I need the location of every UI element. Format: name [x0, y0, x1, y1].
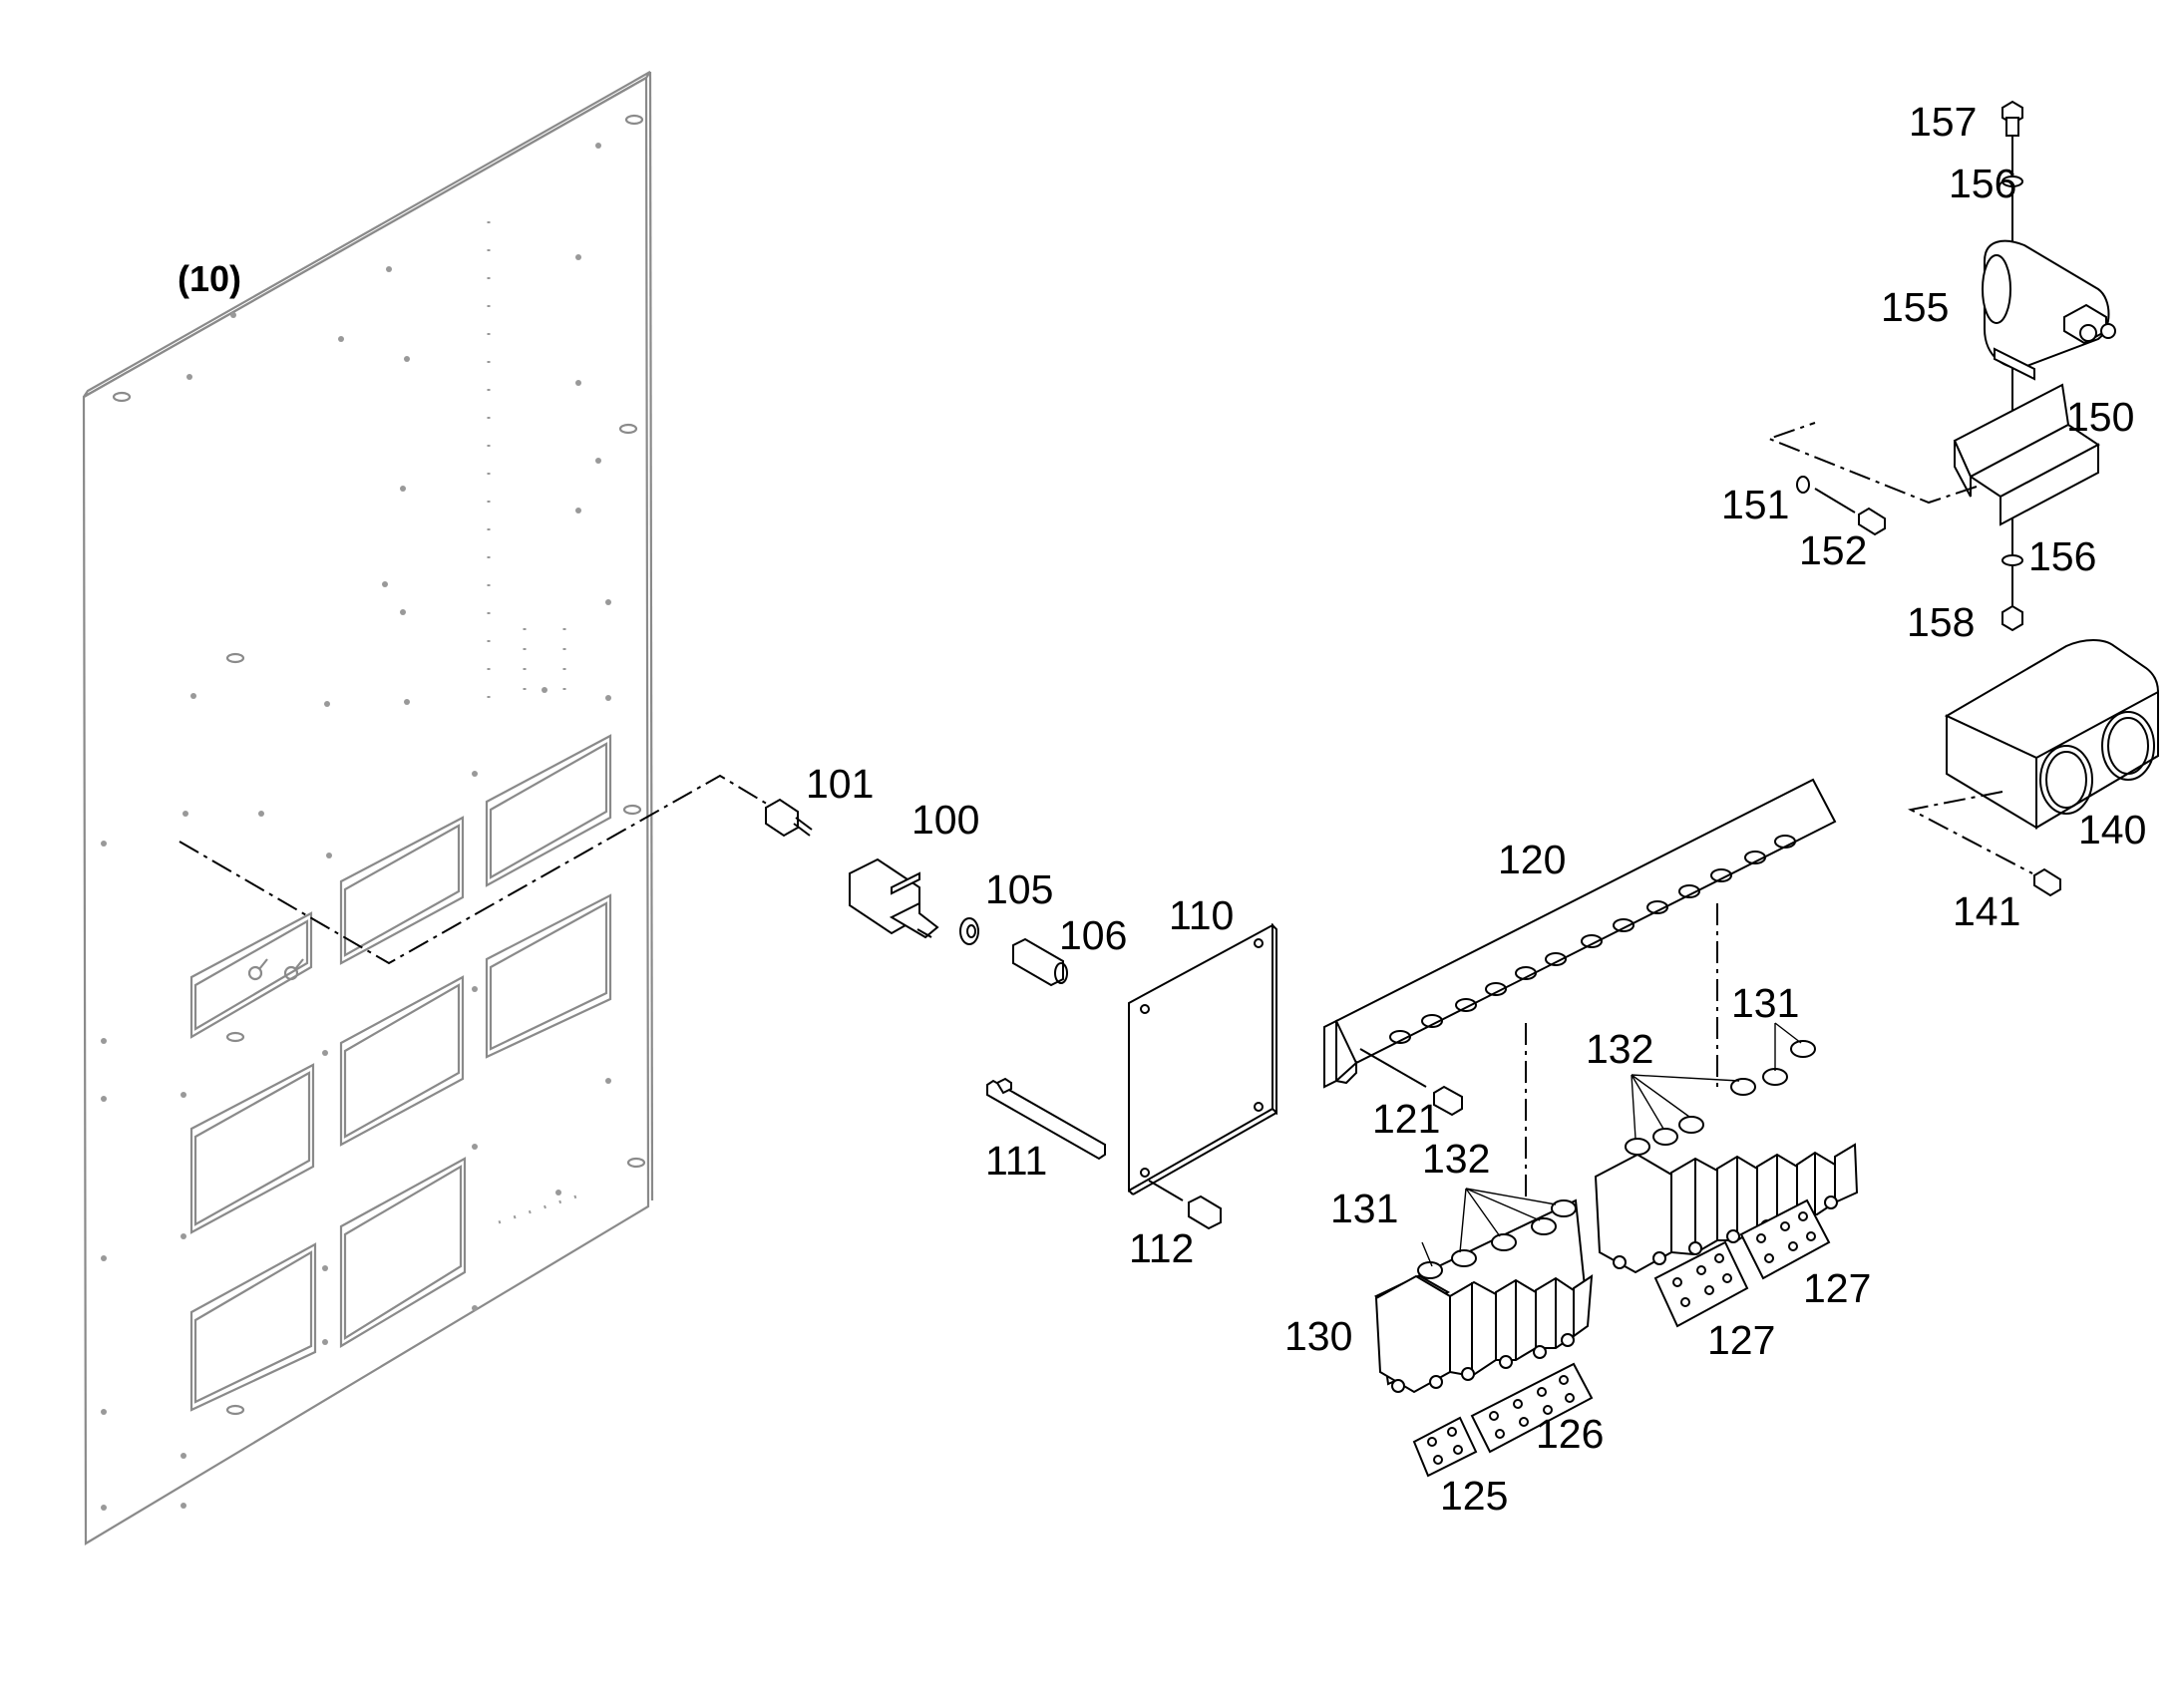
- part-158-nut: [2001, 604, 2023, 632]
- label-125: 125: [1440, 1473, 1508, 1519]
- label-126: 126: [1536, 1411, 1604, 1457]
- label-141: 141: [1953, 888, 2020, 934]
- label-112: 112: [1129, 1225, 1194, 1271]
- right-breaker-bodies: [1594, 1143, 1859, 1274]
- part-127-plate-a: [1653, 1240, 1749, 1328]
- part-150-bracket: [1953, 383, 2100, 526]
- part-106-screw: [1012, 937, 1068, 987]
- part-110-plate: [1128, 922, 1277, 1196]
- leader-140-141: [1908, 791, 2033, 874]
- label-105: 105: [985, 866, 1053, 912]
- part-157-screw: [2001, 100, 2023, 137]
- label-106: 106: [1059, 912, 1127, 958]
- left-breaker-terminals: [1391, 1333, 1575, 1393]
- label-156-a: 156: [1949, 161, 2016, 206]
- part-156-washer-top: [2001, 175, 2023, 187]
- left-breaker-bodies: [1374, 1274, 1594, 1394]
- label-130: 130: [1284, 1313, 1352, 1359]
- label-131-a: 131: [1330, 1186, 1398, 1231]
- label-131-b: 131: [1731, 980, 1799, 1026]
- label-158: 158: [1907, 599, 1975, 645]
- part-127-plate-b: [1739, 1198, 1831, 1280]
- label-121: 121: [1372, 1096, 1440, 1142]
- label-127-b: 127: [1803, 1265, 1871, 1311]
- breaker-group-right: [1594, 1022, 1859, 1274]
- panel-holes: [101, 114, 646, 1511]
- label-140: 140: [2078, 807, 2146, 853]
- label-110: 110: [1169, 892, 1234, 938]
- part-126-plate: [1470, 1362, 1594, 1454]
- label-120: 120: [1498, 837, 1566, 882]
- label-100: 100: [911, 797, 979, 843]
- assembly-label: (10): [178, 258, 241, 299]
- label-150: 150: [2066, 394, 2134, 440]
- part-125-plate: [1412, 1416, 1478, 1478]
- breaker-group-left: [1373, 1188, 1594, 1394]
- main-panel: (10): [82, 71, 654, 1545]
- part-152-screw: [1814, 488, 1886, 536]
- label-127-a: 127: [1707, 1317, 1775, 1363]
- label-132-b: 132: [1586, 1026, 1653, 1072]
- part-141-screw: [2033, 867, 2061, 897]
- label-132-a: 132: [1422, 1136, 1490, 1182]
- panel-cutouts: [189, 734, 612, 1412]
- label-156-b: 156: [2028, 533, 2096, 579]
- label-111: 111: [985, 1138, 1047, 1184]
- leader-150-151: [1766, 422, 1978, 505]
- part-156-washer-bottom: [2001, 554, 2023, 566]
- part-101-fitting: [765, 798, 813, 838]
- left-breaker-buttons: [1417, 1199, 1577, 1279]
- rail-holes: [1389, 835, 1796, 1044]
- part-100-gland: [849, 857, 939, 939]
- part-labels: 101 100 105 106 110 111 112 120 121 125 …: [806, 99, 2146, 1519]
- label-101: 101: [806, 761, 874, 807]
- part-112-nut: [1148, 1180, 1222, 1230]
- part-140-cover: [1944, 639, 2159, 830]
- part-121-screw: [1359, 1048, 1463, 1117]
- part-155-solenoid: [1982, 239, 2116, 381]
- label-152: 152: [1799, 527, 1867, 573]
- part-120-rail: [1323, 778, 1837, 1089]
- label-151: 151: [1721, 482, 1789, 527]
- leader-panel-101: [179, 774, 771, 965]
- label-157: 157: [1909, 99, 1977, 145]
- label-155: 155: [1881, 284, 1949, 330]
- part-105-washer: [959, 917, 979, 945]
- right-breaker-buttons: [1625, 1040, 1816, 1156]
- part-151-washer: [1796, 476, 1810, 494]
- part-111-standoff: [986, 1077, 1106, 1161]
